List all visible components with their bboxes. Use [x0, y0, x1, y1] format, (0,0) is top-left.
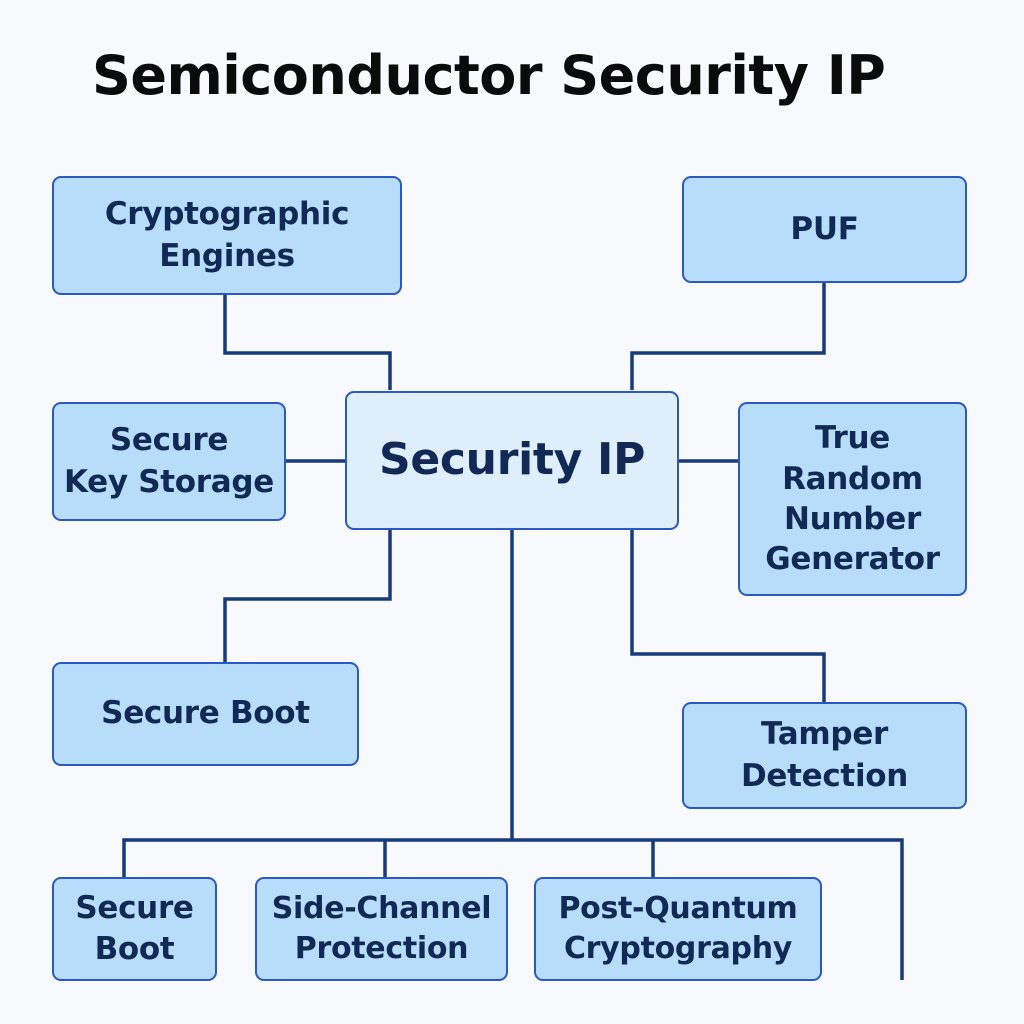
- connector-puf: [630, 283, 826, 390]
- node-label: Secure Boot: [75, 889, 194, 967]
- node-secure-key-storage: Secure Key Storage: [52, 402, 286, 521]
- node-label: Secure Key Storage: [63, 422, 275, 500]
- connector-crypto: [223, 295, 392, 390]
- node-cryptographic-engines: Cryptographic Engines: [52, 176, 402, 295]
- connector-bus: [122, 838, 904, 980]
- node-tamper-detection: Tamper Detection: [682, 702, 967, 809]
- connector-tamper: [630, 530, 826, 702]
- node-puf: PUF: [682, 176, 967, 283]
- node-label: True Random Number Generator: [765, 420, 940, 578]
- connector-secure-boot: [223, 530, 392, 662]
- node-secure-boot-bottom: Secure Boot: [52, 877, 217, 981]
- node-label: Side-Channel Protection: [271, 891, 492, 966]
- node-label: Tamper Detection: [740, 716, 909, 794]
- node-label: Post-Quantum Cryptography: [558, 891, 798, 966]
- node-label: Secure Boot: [101, 695, 310, 732]
- node-post-quantum-cryptography: Post-Quantum Cryptography: [534, 877, 822, 981]
- node-side-channel-protection: Side-Channel Protection: [255, 877, 508, 981]
- node-label: PUF: [790, 210, 859, 247]
- page-title: Semiconductor Security IP: [92, 44, 886, 107]
- node-secure-boot: Secure Boot: [52, 662, 359, 766]
- node-security-ip: Security IP: [345, 391, 679, 530]
- node-label: Cryptographic Engines: [104, 196, 350, 274]
- node-true-random-number-generator: True Random Number Generator: [738, 402, 967, 596]
- center-label: Security IP: [378, 434, 646, 486]
